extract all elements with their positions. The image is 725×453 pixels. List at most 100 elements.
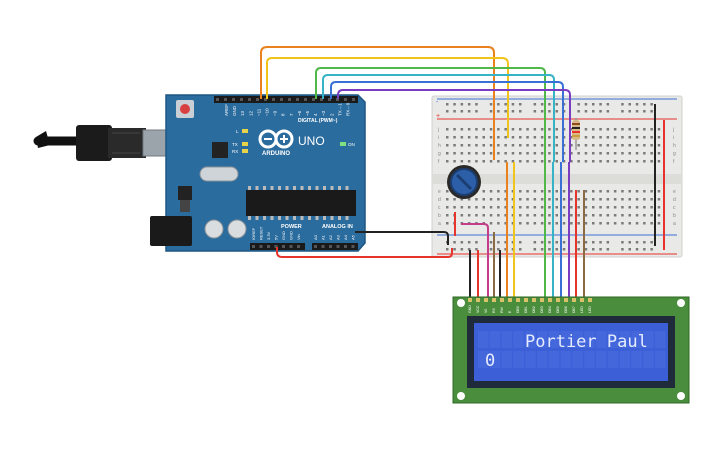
lcd-pin (532, 298, 536, 302)
led-label-l: L (236, 129, 239, 134)
lcd-pin-label: GND (468, 305, 472, 313)
digital-pin-label: GND (232, 105, 237, 116)
row-letter: c (673, 205, 676, 211)
digital-header-label: DIGITAL (PWM~) (298, 118, 338, 124)
lcd-pin (484, 298, 488, 302)
digital-pin-label: 7 (289, 113, 294, 116)
led-label-rx: RX (232, 149, 238, 154)
lcd-pin (492, 298, 496, 302)
lcd-pin-label: VCC (476, 305, 480, 313)
usb-cable (33, 125, 172, 161)
lcd-line-2: 0 (485, 351, 495, 371)
row-letter: i (673, 135, 674, 141)
row-letter: d (673, 197, 676, 203)
potentiometer (447, 165, 481, 199)
analog-pin-label: A1 (321, 234, 326, 240)
atmega-chip (246, 190, 356, 216)
row-letter: b (438, 213, 441, 219)
arduino-brand-text: ARDUINO (262, 151, 290, 157)
lcd-pin-label: DB0 (516, 306, 520, 313)
digital-pin-label: 13 (240, 110, 245, 116)
analog-header (312, 243, 358, 250)
wire-yellow (266, 57, 509, 138)
analog-pin-label: A0 (313, 234, 318, 240)
power-pin-label: RESET (259, 226, 264, 240)
power-label: POWER (281, 224, 302, 230)
lcd-pin (476, 298, 480, 302)
lcd-pin (564, 298, 568, 302)
digital-pin-label: ~11 (256, 108, 261, 116)
digital-pin-label: ~5 (305, 110, 310, 116)
analog-label: ANALOG IN (322, 224, 353, 230)
lcd-pin (524, 298, 528, 302)
lcd-pin-label: LED (580, 306, 584, 313)
lcd-pin-label: DB5 (556, 306, 560, 313)
analog-pin-label: A3 (336, 234, 341, 240)
row-letter: h (438, 143, 441, 149)
row-letter: e (438, 189, 441, 195)
row-letter: j (672, 127, 674, 133)
wire-red-5v (276, 247, 453, 258)
uno-model-text: UNO (298, 134, 325, 148)
analog-pin-label: A5 (351, 234, 356, 240)
row-letter: c (438, 205, 441, 211)
lcd-pin (508, 298, 512, 302)
wire-orange (260, 46, 495, 138)
lcd-pin-label: E (508, 310, 512, 313)
lcd-line-1: Portier Paul (525, 332, 648, 352)
wire-green (315, 67, 546, 162)
digital-pin-label: ~10 (265, 108, 270, 116)
row-letter: b (673, 213, 676, 219)
digital-pin-label: AREF (224, 104, 229, 116)
resistor (572, 118, 580, 150)
power-pin-label: Vin (296, 234, 301, 240)
digital-pin-label: TX→1 (337, 103, 342, 116)
digital-pin-label: ~3 (321, 110, 326, 116)
lcd-pin-label: DB6 (564, 306, 568, 313)
wire-blue (330, 81, 564, 162)
lcd-pin (500, 298, 504, 302)
power-pin-label: 5V (274, 235, 279, 240)
power-led-icon (340, 142, 346, 146)
lcd-pin (588, 298, 592, 302)
lcd-pin-label: DB1 (524, 306, 528, 313)
wires (260, 46, 665, 300)
row-letter: a (438, 221, 441, 227)
wire-black-gnd (355, 231, 449, 245)
row-letter: d (438, 197, 441, 203)
digital-pin-label: 12 (248, 110, 253, 116)
digital-pin-label: 4 (313, 113, 318, 116)
lcd-pin (548, 298, 552, 302)
lcd-pin (540, 298, 544, 302)
row-letter: i (438, 135, 439, 141)
lcd-pin-label: DB2 (532, 306, 536, 313)
row-letter: e (673, 189, 676, 195)
row-letter: g (673, 151, 676, 157)
power-pin-label: 3.3V (266, 231, 271, 240)
lcd-pin-label: RS (492, 307, 496, 313)
wire-teal (322, 74, 555, 162)
row-letter: a (673, 221, 676, 227)
power-pin-label: GND (289, 231, 294, 240)
row-letter: f (673, 159, 675, 165)
wire-orange-lcd (493, 138, 508, 300)
lcd-pin (572, 298, 576, 302)
analog-pin-label: A2 (328, 234, 333, 240)
digital-pin-label: 2 (329, 113, 334, 116)
digital-pin-label: 8 (281, 113, 286, 116)
digital-pin-label: ~6 (297, 110, 302, 116)
led-label-tx: TX (232, 142, 238, 147)
lcd-pin-label: V0 (484, 309, 488, 313)
digital-header (214, 96, 358, 103)
wire-purple (337, 89, 571, 162)
lcd-pin-label: RW (500, 307, 504, 313)
lcd-pin (556, 298, 560, 302)
power-pin-label: IOREF (251, 227, 256, 240)
lcd-pin (580, 298, 584, 302)
lcd-pin (468, 298, 472, 302)
lcd-pin-label: DB7 (572, 306, 576, 313)
on-label: ON (348, 142, 355, 147)
row-letter: h (673, 143, 676, 149)
